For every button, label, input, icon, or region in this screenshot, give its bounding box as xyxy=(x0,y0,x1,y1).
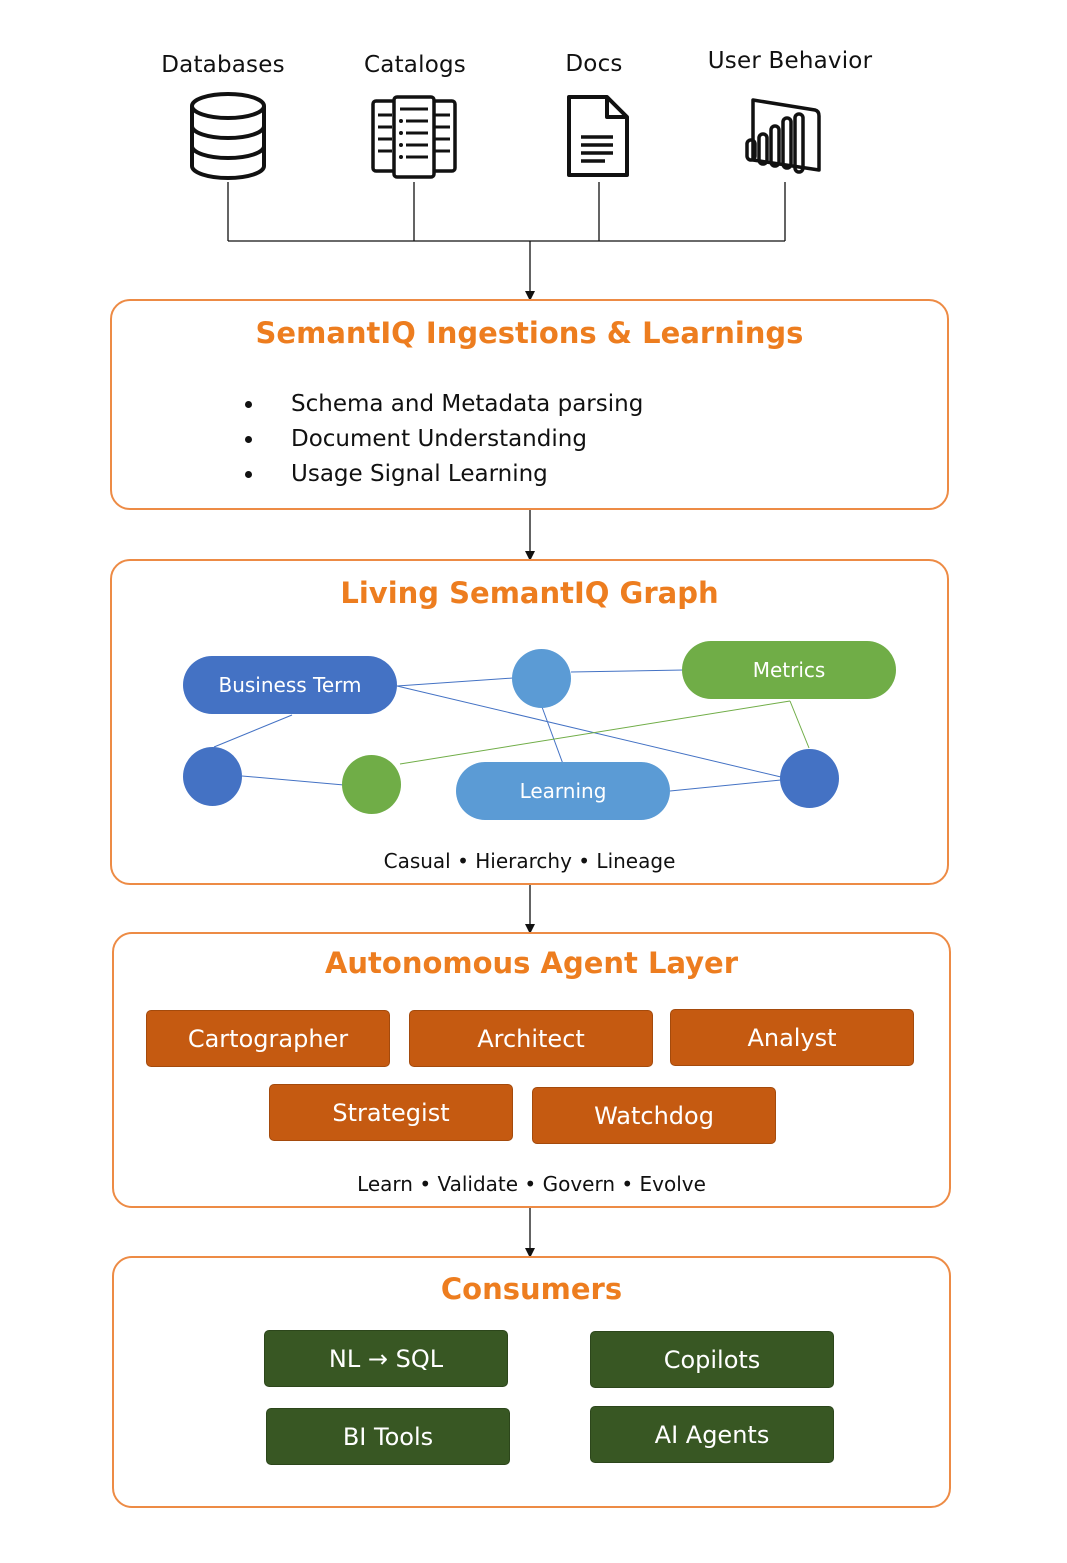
consumers-title: Consumers xyxy=(440,1272,623,1306)
graph-edge xyxy=(213,714,293,748)
agent-analyst: Analyst xyxy=(670,1009,914,1066)
semantic-graph-edges xyxy=(213,669,810,792)
consumers-panel: Consumers NL → SQL Copilots BI Tools AI … xyxy=(112,1256,951,1508)
graph-node-circle xyxy=(512,649,571,708)
graph-edge xyxy=(669,779,782,792)
ingestion-panel: SemantIQ Ingestions & Learnings Schema a… xyxy=(110,299,949,510)
graph-node-metrics: Metrics xyxy=(682,641,896,699)
source-label-docs: Docs xyxy=(565,51,623,77)
catalog-icon xyxy=(371,95,457,179)
agent-caption: Learn • Validate • Govern • Evolve xyxy=(357,1172,706,1196)
graph-node-circle xyxy=(780,749,839,808)
source-label-databases: Databases xyxy=(161,52,285,78)
consumer-nl-to-sql: NL → SQL xyxy=(264,1330,508,1387)
bullet-icon xyxy=(245,401,252,408)
bullet-text: Document Understanding xyxy=(291,426,587,452)
list-item: Usage Signal Learning xyxy=(245,457,643,492)
consumer-bi-tools: BI Tools xyxy=(266,1408,510,1465)
bullet-text: Schema and Metadata parsing xyxy=(291,391,644,417)
bullet-text: Usage Signal Learning xyxy=(291,461,548,487)
graph-node-circle xyxy=(342,755,401,814)
agent-architect: Architect xyxy=(409,1010,653,1067)
graph-edge xyxy=(396,677,514,687)
graph-edge xyxy=(396,685,782,778)
bullet-icon xyxy=(245,436,252,443)
source-label-catalogs: Catalogs xyxy=(364,52,466,78)
ingestion-bullet-list: Schema and Metadata parsing Document Und… xyxy=(245,387,643,492)
graph-title: Living SemantIQ Graph xyxy=(340,576,719,610)
graph-edge xyxy=(570,669,685,673)
ingestion-title: SemantIQ Ingestions & Learnings xyxy=(255,316,804,350)
agent-cartographer: Cartographer xyxy=(146,1010,390,1067)
graph-caption: Casual • Hierarchy • Lineage xyxy=(383,849,676,873)
graph-panel: Living SemantIQ Graph Business Term Metr… xyxy=(110,559,949,885)
graph-edge xyxy=(241,775,345,786)
graph-edge xyxy=(541,706,564,765)
graph-node-business-term: Business Term xyxy=(183,656,397,714)
list-item: Schema and Metadata parsing xyxy=(245,387,643,422)
list-item: Document Understanding xyxy=(245,422,643,457)
agent-strategist: Strategist xyxy=(269,1084,513,1141)
agent-title: Autonomous Agent Layer xyxy=(324,946,739,980)
database-icon xyxy=(190,92,266,180)
agent-watchdog: Watchdog xyxy=(532,1087,776,1144)
graph-node-learning: Learning xyxy=(456,762,670,820)
consumer-ai-agents: AI Agents xyxy=(590,1406,834,1463)
graph-node-circle xyxy=(183,747,242,806)
document-icon xyxy=(567,95,629,177)
consumer-copilots: Copilots xyxy=(590,1331,834,1388)
user-behavior-chart-icon xyxy=(745,98,821,174)
bullet-icon xyxy=(245,471,252,478)
agent-panel: Autonomous Agent Layer Cartographer Arch… xyxy=(112,932,951,1208)
graph-edge xyxy=(399,700,791,765)
graph-edge xyxy=(789,700,810,749)
source-label-user-behavior: User Behavior xyxy=(707,48,873,74)
